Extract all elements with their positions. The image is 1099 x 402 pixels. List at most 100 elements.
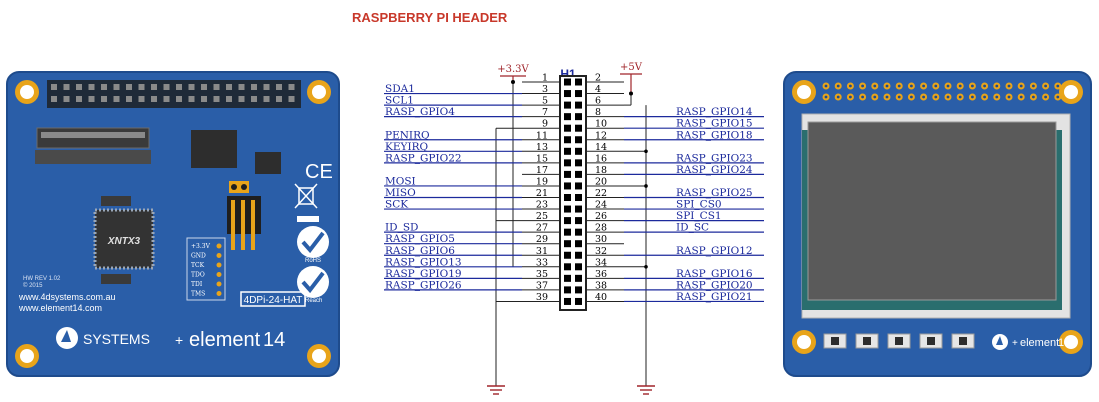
header-pin <box>138 84 145 90</box>
right-net-label: SPI_CS0 <box>676 199 722 211</box>
model-label: 4DPi-24-HAT <box>244 295 303 306</box>
connector-pin-right <box>575 182 582 190</box>
pin-number-odd: 21 <box>536 188 548 199</box>
header-pin <box>163 96 170 102</box>
left-net-label: SCK <box>385 199 408 211</box>
connector-pin-right <box>575 170 582 178</box>
gpio-pad-hole <box>1056 84 1060 88</box>
left-net-label: RASP_GPIO5 <box>385 233 455 245</box>
ce-mark: CE <box>305 161 333 183</box>
header-pin <box>213 96 220 102</box>
left-net-label: SDA1 <box>385 83 415 95</box>
pin-number-odd: 13 <box>536 142 548 153</box>
left-net-label: RASP_GPIO6 <box>385 245 455 257</box>
jtag-pad <box>216 291 222 296</box>
jtag-pad <box>216 281 222 287</box>
url-4dsystems: www.4dsystems.com.au <box>18 292 116 302</box>
left-net-label: PENIRQ <box>385 129 430 141</box>
header-pin <box>188 96 195 102</box>
pin-number-even: 28 <box>595 223 607 234</box>
gpio-pad-hole <box>861 84 864 88</box>
connector-pin-right <box>575 297 582 305</box>
jtag-pad <box>216 262 222 268</box>
right-board-image: + element 14 <box>783 71 1092 377</box>
header-pin <box>226 84 232 90</box>
button-cap <box>863 337 871 345</box>
gpio-pad-hole <box>849 95 852 99</box>
gpio-pad-hole <box>910 95 913 99</box>
header-pin <box>51 96 57 102</box>
header-pin <box>213 84 220 90</box>
jtag-pin-label: TMS <box>191 291 205 298</box>
right-brand-14: 14 <box>1058 337 1070 349</box>
connector-pin-right <box>575 147 582 155</box>
gpio-pad-hole <box>1032 95 1035 99</box>
left-net-label: RASP_GPIO22 <box>385 152 462 164</box>
gpio-pad-hole <box>995 84 999 88</box>
gpio-pad-hole <box>971 95 974 99</box>
button-cap <box>831 337 839 345</box>
copyright: © 2015 <box>23 282 43 289</box>
connector-pin-right <box>575 124 582 132</box>
weee-icon <box>294 183 318 209</box>
left-net-label: RASP_GPIO19 <box>385 268 462 280</box>
gpio-pad-hole <box>922 95 925 99</box>
connector-pin-left <box>564 263 571 271</box>
button-cap <box>927 337 935 345</box>
connector-pin-right <box>575 240 582 248</box>
left-gpio-header <box>47 80 301 108</box>
connector-pin-right <box>575 159 582 167</box>
rohs-label: RoHS <box>305 258 321 264</box>
pin-number-even: 32 <box>595 246 607 257</box>
gpio-pad-hole <box>873 84 877 88</box>
pin-number-even: 40 <box>595 292 607 303</box>
connector-pin-left <box>564 159 571 167</box>
header-pin <box>151 96 157 102</box>
header-pin <box>126 96 132 102</box>
pin-number-odd: 1 <box>542 73 548 84</box>
pin-number-even: 8 <box>595 107 601 118</box>
pin-number-even: 14 <box>595 142 607 153</box>
gpio-pad-hole <box>885 95 889 99</box>
rohs-icon <box>297 226 329 258</box>
connector-pin-right <box>575 205 582 213</box>
right-net-label: RASP_GPIO12 <box>676 245 753 257</box>
connector-pin-left <box>564 124 571 132</box>
pin-number-even: 34 <box>595 257 607 268</box>
connector-pin-left <box>564 78 571 86</box>
header-pin <box>88 84 95 90</box>
gpio-pad-hole <box>836 95 840 99</box>
jtag-pin-label: +3.3V <box>191 243 211 250</box>
hw-rev: HW REV 1.02 <box>23 276 61 282</box>
gpio-pad-hole <box>983 95 986 99</box>
connector-pin-right <box>575 217 582 225</box>
pin-number-odd: 11 <box>536 130 548 141</box>
gpio-pad-hole <box>1007 95 1011 99</box>
header-pin <box>238 96 245 102</box>
header-pin <box>151 84 157 90</box>
right-net-label: RASP_GPIO21 <box>676 291 753 303</box>
header-pin <box>201 84 207 90</box>
left-net-label: RASP_GPIO13 <box>385 256 462 268</box>
header-pin <box>176 96 182 102</box>
pin-number-even: 12 <box>595 130 607 141</box>
4d-logo-icon-right <box>992 334 1008 350</box>
connector-pin-left <box>564 170 571 178</box>
connector-pin-left <box>564 101 571 109</box>
header-pin <box>63 96 70 102</box>
schematic-wiring <box>487 73 655 395</box>
connector-pin-right <box>575 263 582 271</box>
header-pin <box>101 96 107 102</box>
pin-number-even: 18 <box>595 165 607 176</box>
left-net-label: MISO <box>385 187 416 199</box>
pin-number-odd: 29 <box>536 234 548 245</box>
connector-pin-left <box>564 286 571 294</box>
jtag-pin-label: TDI <box>191 281 203 288</box>
header-pin <box>251 84 257 90</box>
pin-number-odd: 27 <box>536 223 548 234</box>
gpio-pad-hole <box>971 84 974 88</box>
gpio-pad-hole <box>934 95 938 99</box>
right-net-label: SPI_CS1 <box>676 210 722 222</box>
brand-plus: + <box>175 332 183 348</box>
